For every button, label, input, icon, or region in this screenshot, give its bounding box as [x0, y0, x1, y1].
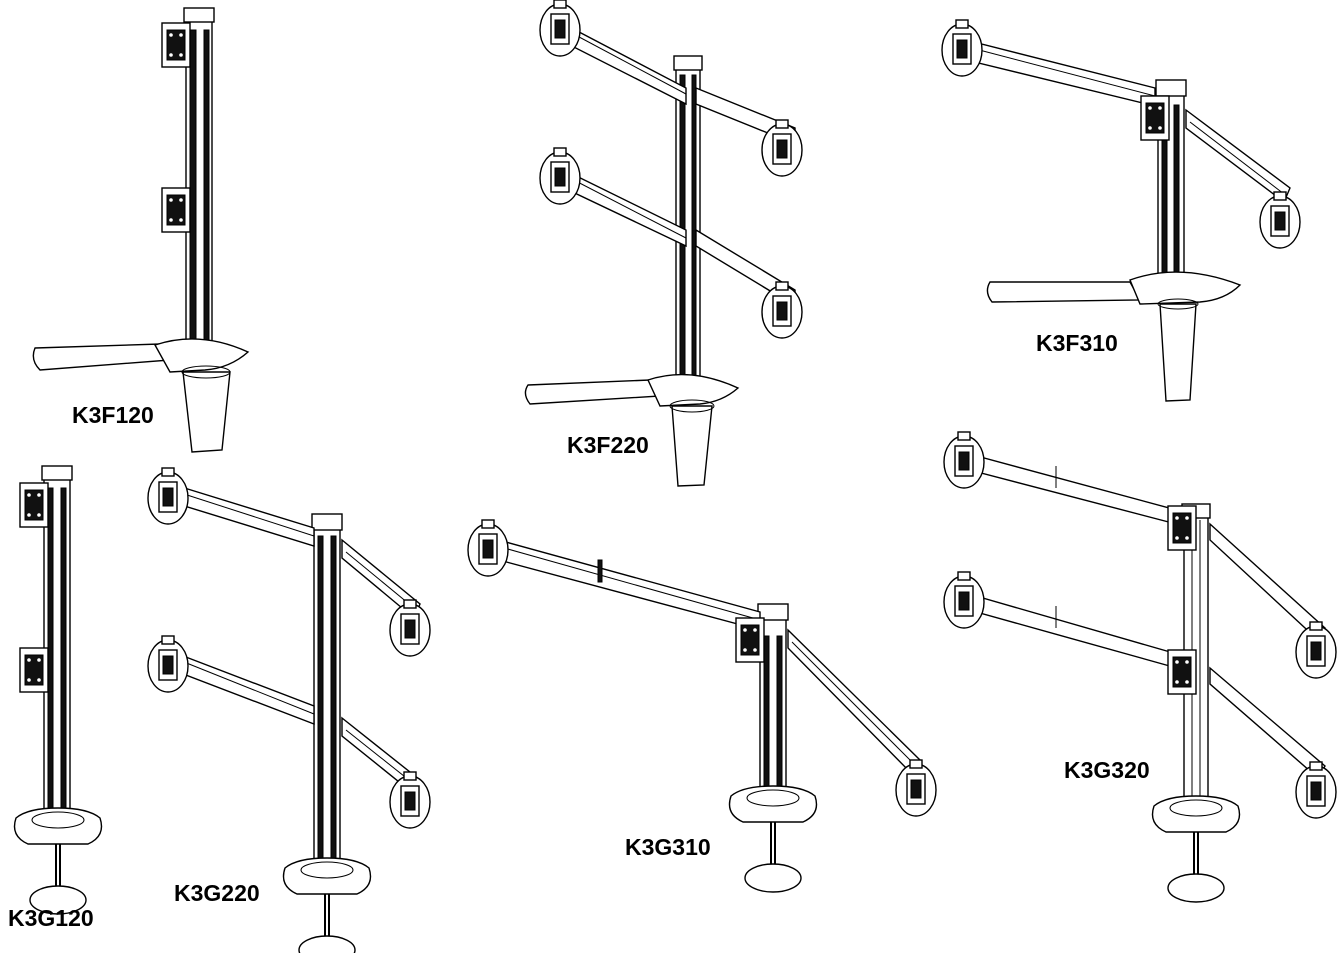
- k3g220-mount: [147, 467, 431, 958]
- label-k3g220: K3G220: [174, 880, 260, 906]
- label-k3g310: K3G310: [625, 834, 711, 860]
- label-k3f220: K3F220: [567, 432, 649, 458]
- k3f120-mount: [32, 7, 250, 453]
- label-k3g320: K3G320: [1064, 757, 1150, 783]
- k3f220-mount: [524, 0, 803, 487]
- k3g120-mount: [13, 465, 103, 915]
- label-k3f310: K3F310: [1036, 330, 1118, 356]
- k3f310-mount: [941, 19, 1301, 402]
- k3g320-mount: [943, 431, 1337, 903]
- k3g310-mount: [467, 519, 937, 893]
- label-k3f120: K3F120: [72, 402, 154, 428]
- label-k3g120: K3G120: [8, 905, 94, 931]
